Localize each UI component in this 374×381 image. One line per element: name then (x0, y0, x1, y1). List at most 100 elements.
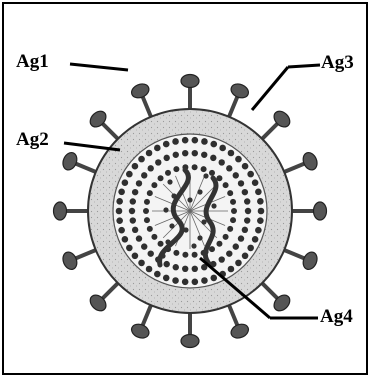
middle-bead (245, 208, 251, 214)
outer-bead (138, 156, 145, 163)
core-bead (167, 179, 172, 184)
outer-bead (242, 163, 249, 170)
inner-bead (223, 182, 229, 188)
outer-bead (126, 171, 133, 178)
core-bead (187, 197, 192, 202)
inner-bead (216, 241, 222, 247)
outer-bead (163, 141, 170, 148)
spike-head (181, 335, 199, 348)
outer-bead (235, 260, 242, 267)
outer-bead (154, 271, 161, 278)
middle-bead (233, 172, 239, 178)
middle-bead (173, 152, 179, 158)
outer-bead (118, 227, 125, 234)
middle-bead (136, 235, 142, 241)
inner-bead (144, 199, 150, 205)
outer-bead (126, 245, 133, 252)
middle-bead (192, 150, 198, 156)
inner-bead (151, 182, 157, 188)
ag3-pointer (288, 65, 320, 67)
outer-bead (132, 163, 139, 170)
middle-bead (136, 180, 142, 186)
middle-bead (132, 189, 138, 195)
spike-head (314, 202, 327, 220)
outer-bead (192, 279, 199, 286)
outer-bead (182, 137, 189, 144)
inner-bead (227, 226, 233, 232)
middle-bead (219, 256, 225, 262)
middle-bead (182, 266, 188, 272)
middle-bead (242, 227, 248, 233)
inner-bead (209, 246, 215, 252)
middle-bead (244, 217, 250, 223)
outer-bead (219, 145, 226, 152)
middle-bead (238, 180, 244, 186)
outer-bead (252, 236, 259, 243)
core-bead (203, 173, 208, 178)
outer-bead (257, 217, 264, 224)
label-ag4: Ag4 (320, 307, 353, 326)
core-bead (211, 203, 216, 208)
core-bead (171, 193, 176, 198)
middle-bead (226, 165, 232, 171)
core-bead (183, 227, 188, 232)
middle-bead (148, 165, 154, 171)
outer-bead (118, 189, 125, 196)
label-ag3: Ag3 (321, 53, 354, 72)
middle-bead (242, 189, 248, 195)
label-ag1: Ag1 (16, 52, 49, 71)
core-bead (165, 239, 170, 244)
inner-bead (147, 190, 153, 196)
spike-head (229, 322, 251, 341)
middle-bead (155, 159, 161, 165)
outer-bead (247, 245, 254, 252)
inner-bead (192, 252, 198, 258)
core-bead (163, 207, 168, 212)
outer-bead (116, 208, 123, 215)
core-bead (160, 253, 165, 258)
outer-bead (228, 266, 235, 273)
outer-bead (132, 253, 139, 260)
inner-bead (158, 175, 164, 181)
spike-head (301, 250, 320, 272)
spike-head (301, 150, 320, 172)
middle-bead (148, 250, 154, 256)
outer-bead (242, 253, 249, 260)
outer-bead (247, 171, 254, 178)
middle-bead (164, 261, 170, 267)
outer-bead (235, 156, 242, 163)
core-bead (169, 223, 174, 228)
outer-bead (255, 227, 262, 234)
spike-head (181, 75, 199, 88)
middle-bead (201, 152, 207, 158)
spike-head (60, 150, 79, 172)
outer-bead (146, 266, 153, 273)
core-bead (201, 219, 206, 224)
inner-bead (201, 166, 207, 172)
middle-bead (129, 208, 135, 214)
inner-bead (173, 250, 179, 256)
outer-bead (252, 179, 259, 186)
middle-bead (141, 172, 147, 178)
spike-head (229, 81, 251, 100)
inner-bead (143, 208, 149, 214)
core-bead (197, 235, 202, 240)
outer-bead (138, 260, 145, 267)
core-bead (203, 249, 208, 254)
middle-bead (226, 250, 232, 256)
middle-bead (238, 235, 244, 241)
inner-bead (192, 164, 198, 170)
outer-bead (122, 236, 129, 243)
outer-bead (258, 208, 265, 215)
inner-bead (223, 234, 229, 240)
outer-bead (116, 217, 123, 224)
outer-bead (228, 150, 235, 157)
middle-bead (192, 266, 198, 272)
middle-bead (233, 243, 239, 249)
inner-bead (151, 234, 157, 240)
inner-bead (230, 217, 236, 223)
outer-bead (163, 275, 170, 282)
spike-head (129, 81, 151, 100)
